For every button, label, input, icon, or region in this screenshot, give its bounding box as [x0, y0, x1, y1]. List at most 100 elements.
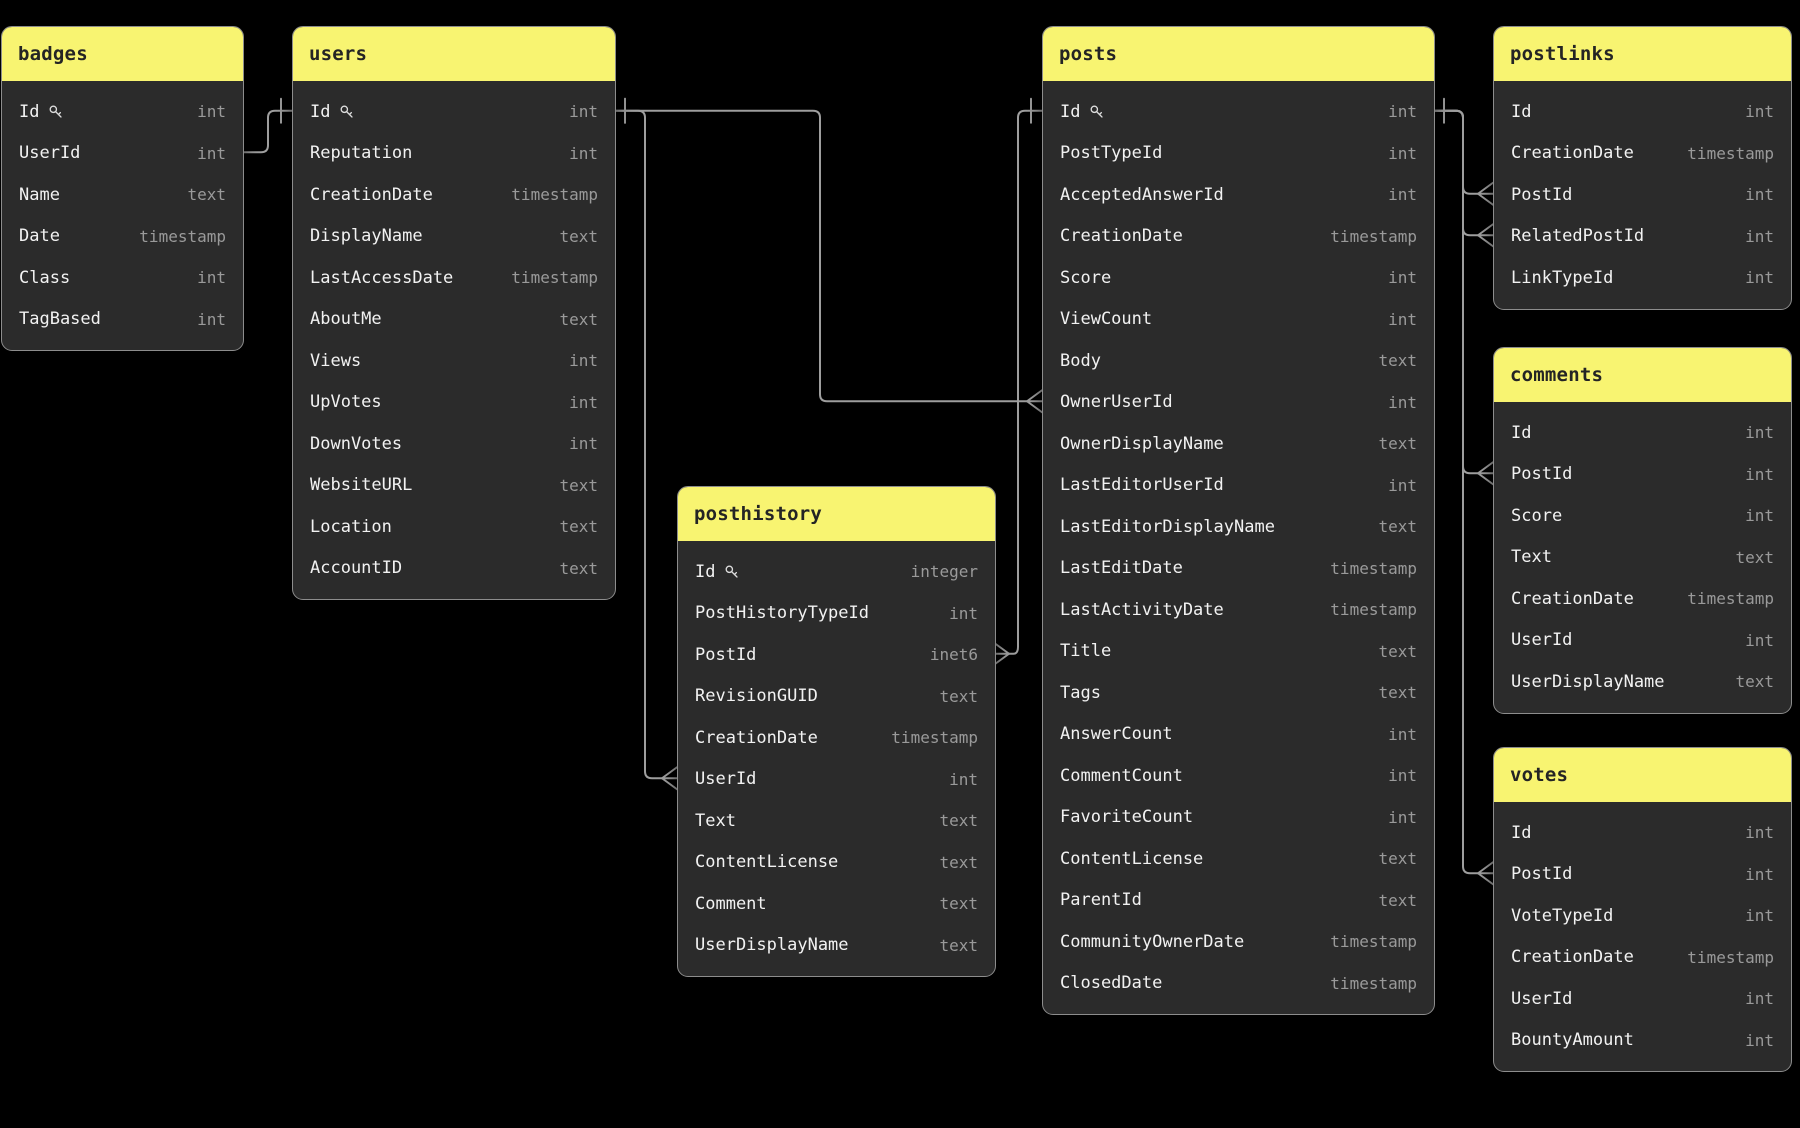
table-header[interactable]: postlinks [1494, 27, 1791, 81]
field-type: int [1745, 268, 1774, 288]
field-name: Text [695, 810, 736, 831]
field-name: LastEditorUserId [1060, 475, 1224, 496]
table-header[interactable]: posts [1043, 27, 1434, 81]
field-name: UserId [695, 769, 757, 790]
field-name: Id [695, 562, 740, 582]
field-type: int [1388, 392, 1417, 412]
field-name: UserDisplayName [695, 935, 849, 956]
field-name: DisplayName [310, 226, 423, 247]
field-row-posthistory-Text[interactable]: Text text [678, 800, 995, 842]
table-header[interactable]: badges [2, 27, 243, 81]
field-name: Score [1060, 267, 1112, 288]
table-header[interactable]: comments [1494, 348, 1791, 402]
field-type: text [1378, 434, 1417, 454]
field-name: PostId [1511, 184, 1573, 205]
table-header[interactable]: users [293, 27, 615, 81]
field-type: int [1745, 226, 1774, 246]
table-header[interactable]: posthistory [678, 487, 995, 541]
table-header[interactable]: votes [1494, 748, 1791, 802]
field-name: ClosedDate [1060, 973, 1163, 994]
field-type: int [1388, 807, 1417, 827]
field-type: text [939, 811, 978, 831]
field-type: text [939, 935, 978, 955]
relation-line [1432, 109, 1479, 875]
field-row-posthistory-UserDisplayName[interactable]: UserDisplayName text [678, 925, 995, 967]
